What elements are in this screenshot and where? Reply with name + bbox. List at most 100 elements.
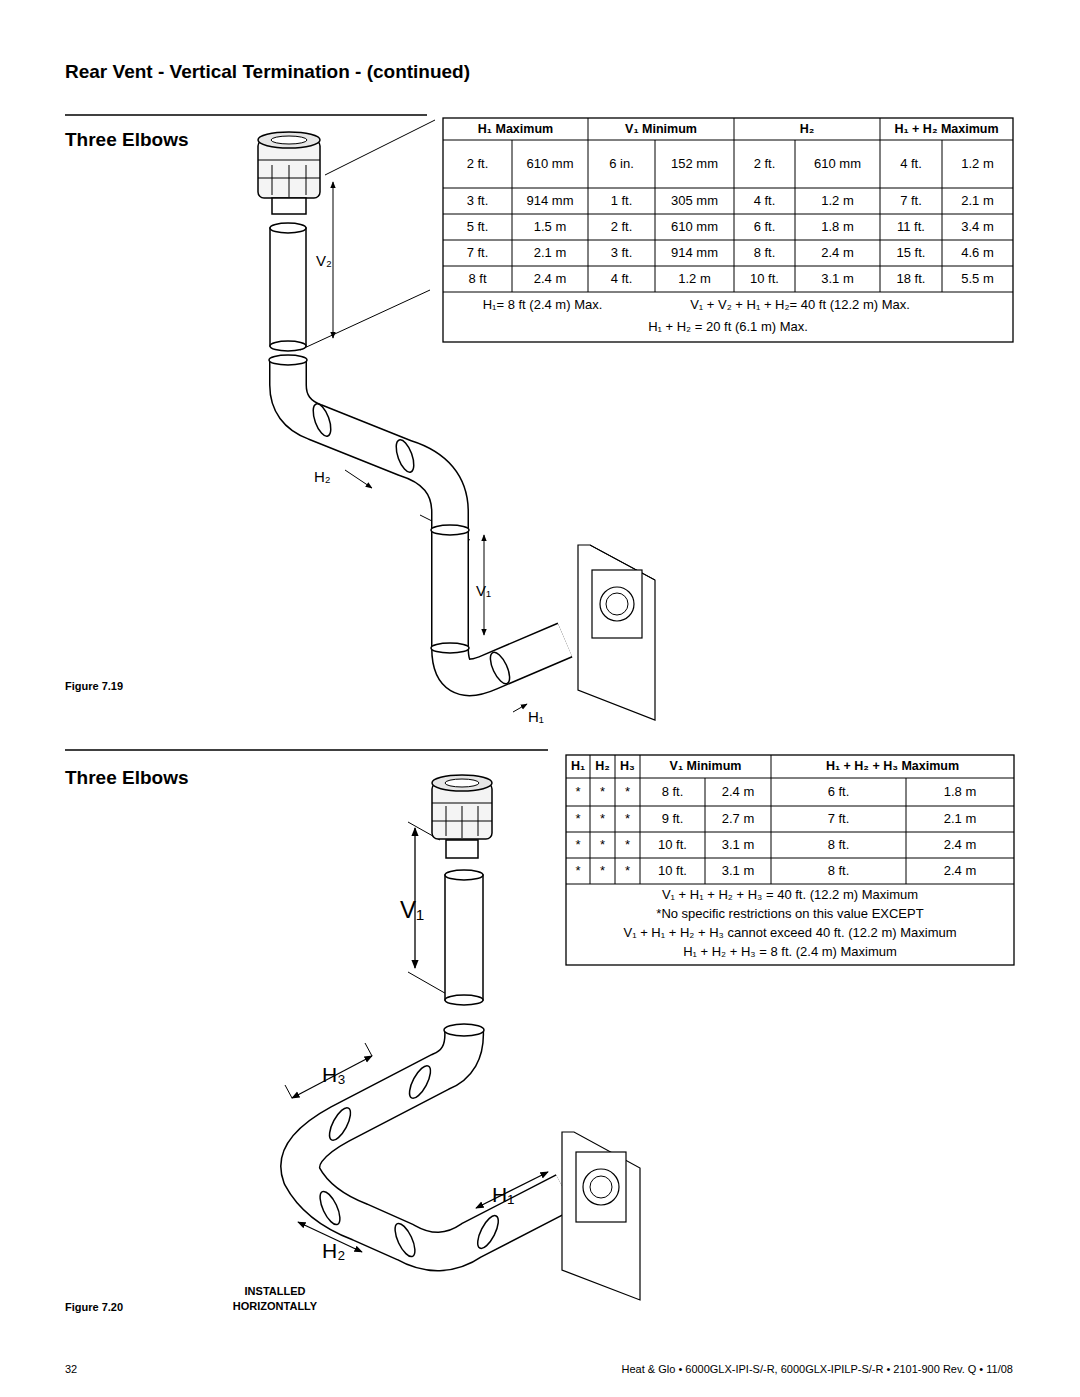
label-text: H₁ + H₂ + H₃ = 8 ft. (2.4 m) Maximum <box>566 943 1014 962</box>
grid-line <box>443 140 1013 141</box>
grid-line <box>443 214 1013 215</box>
label-text: 7 ft. <box>443 240 512 266</box>
label-text: V₁ Minimum <box>640 755 771 778</box>
label-text: * <box>615 858 640 884</box>
grid-line <box>942 140 943 292</box>
label-text: 6 ft. <box>734 214 795 240</box>
label-text: 914 mm <box>655 240 734 266</box>
table-border <box>443 118 1013 342</box>
label-text: Heat & Glo • 6000GLX-IPI-S/-R, 6000GLX-I… <box>400 1360 1013 1378</box>
label-text: V₁ + V₂ + H₁ + H₂= 40 ft (12.2 m) Max. <box>640 294 960 316</box>
label-text: 610 mm <box>512 140 588 188</box>
label-text: V₁ <box>400 893 440 927</box>
label-text: 8 ft. <box>734 240 795 266</box>
label-text: 6 ft. <box>771 778 906 806</box>
label-text: 10 ft. <box>640 832 705 858</box>
label-text: 3 ft. <box>588 240 655 266</box>
label-text: 6 in. <box>588 140 655 188</box>
label-text: H₁ + H₂ Maximum <box>880 118 1013 140</box>
label-text: V₁ Minimum <box>588 118 734 140</box>
grid-line <box>512 140 513 292</box>
label-text: * <box>566 806 590 832</box>
label-text: * <box>590 858 615 884</box>
label-text: 152 mm <box>655 140 734 188</box>
label-text: 1.8 m <box>906 778 1014 806</box>
label-text: 1.5 m <box>512 214 588 240</box>
label-text: * <box>566 858 590 884</box>
grid-line <box>906 778 907 884</box>
label-text: 8 ft <box>443 266 512 292</box>
label-text: * <box>590 832 615 858</box>
label-text: 305 mm <box>655 188 734 214</box>
label-text: 2 ft. <box>588 214 655 240</box>
grid-line <box>566 832 1014 833</box>
label-text: 1 ft. <box>588 188 655 214</box>
label-text: V₁ <box>476 578 506 604</box>
label-text: * <box>615 832 640 858</box>
grid-line <box>705 778 706 884</box>
label-text: 2.4 m <box>906 832 1014 858</box>
label-text: 7 ft. <box>771 806 906 832</box>
label-text: 8 ft. <box>771 858 906 884</box>
label-text: H₁ Maximum <box>443 118 588 140</box>
grid-line <box>566 778 1014 779</box>
label-text: Figure 7.20 <box>65 1299 185 1315</box>
label-text: 32 <box>65 1360 125 1378</box>
label-text: 4.6 m <box>942 240 1013 266</box>
label-text: 2 ft. <box>443 140 512 188</box>
label-text: 2.1 m <box>512 240 588 266</box>
label-text: 2.4 m <box>512 266 588 292</box>
label-text: INSTALLED <box>210 1284 340 1299</box>
label-text: 7 ft. <box>880 188 942 214</box>
label-text: 3 ft. <box>443 188 512 214</box>
label-text: 5 ft. <box>443 214 512 240</box>
label-text: H₁ + H₂ = 20 ft (6.1 m) Max. <box>443 316 1013 338</box>
label-text: H₁ + H₂ + H₃ Maximum <box>771 755 1014 778</box>
section-rule <box>65 114 427 116</box>
label-text: 3.1 m <box>795 266 880 292</box>
grid-line <box>443 240 1013 241</box>
grid-line <box>588 118 589 292</box>
label-text: 8 ft. <box>771 832 906 858</box>
label-text: V₂ <box>316 248 346 274</box>
grid-line <box>880 118 881 292</box>
label-text: 1.2 m <box>655 266 734 292</box>
grid-line <box>734 118 735 292</box>
label-text: 4 ft. <box>734 188 795 214</box>
label-text: HORIZONTALLY <box>210 1299 340 1314</box>
label-text: 8 ft. <box>640 778 705 806</box>
grid-line <box>443 188 1013 189</box>
label-text: 2.4 m <box>906 858 1014 884</box>
label-text: H₂ <box>322 1236 358 1266</box>
label-text: H₃ <box>322 1060 358 1090</box>
label-text: Figure 7.19 <box>65 677 185 695</box>
label-text: H₁ <box>492 1180 528 1210</box>
grid-line <box>655 140 656 292</box>
label-text: * <box>615 806 640 832</box>
label-text: 914 mm <box>512 188 588 214</box>
label-text: * <box>566 832 590 858</box>
figure-7-20 <box>285 775 640 1300</box>
label-text: H₂ <box>314 464 344 490</box>
label-text: H₁= 8 ft (2.4 m) Max. <box>450 294 635 316</box>
grid-line <box>566 858 1014 859</box>
label-text: 2.1 m <box>942 188 1013 214</box>
label-text: 1.2 m <box>942 140 1013 188</box>
grid-line <box>443 292 1013 293</box>
label-text: H₃ <box>615 755 640 778</box>
label-text: 3.1 m <box>705 858 771 884</box>
grid-line <box>615 755 616 884</box>
label-text: * <box>590 778 615 806</box>
label-text: * <box>615 778 640 806</box>
label-text: 1.2 m <box>795 188 880 214</box>
figure-7-19 <box>258 120 655 720</box>
grid-line <box>566 806 1014 807</box>
label-text: 2 ft. <box>734 140 795 188</box>
label-text: 2.4 m <box>705 778 771 806</box>
label-text: 15 ft. <box>880 240 942 266</box>
label-text: 10 ft. <box>734 266 795 292</box>
table-border <box>566 755 1014 965</box>
grid-line <box>771 755 772 884</box>
label-text: 2.7 m <box>705 806 771 832</box>
